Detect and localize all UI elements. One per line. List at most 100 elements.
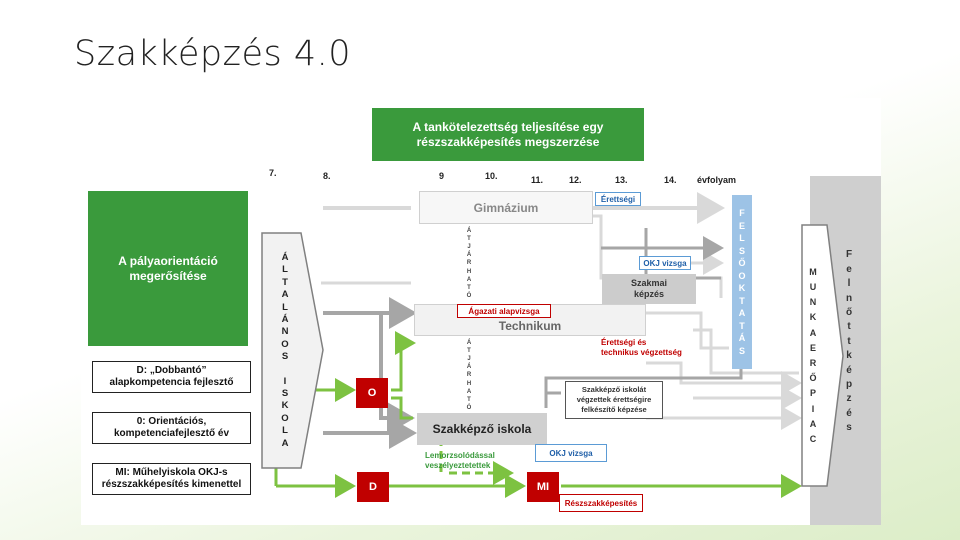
- fk-letter: F: [845, 249, 853, 261]
- mp-letter: C: [809, 434, 817, 445]
- grade-12: 12.: [569, 175, 582, 185]
- okj-vizsga-bottom-tag: OKJ vizsga: [535, 444, 607, 462]
- okj-vizsga-top-label: OKJ vizsga: [643, 258, 687, 268]
- szakmai-line-2: képzés: [633, 289, 665, 299]
- felsooktatas-bar: F E L S Ő O K T A T Á S: [732, 195, 752, 369]
- erettsegi-tag: Érettségi: [595, 192, 641, 206]
- diagram-panel: A tankötelezettség teljesítése egy részs…: [81, 98, 881, 525]
- szakkepzo-box: Szakképző iskola: [417, 413, 547, 445]
- left-green-box: A pályaorientáció megerősítése: [88, 191, 248, 346]
- et-line-1: Érettségi és: [601, 338, 647, 347]
- at-letter: T: [467, 285, 471, 291]
- dobbanto-line-2: alapkompetencia fejlesztő: [109, 377, 234, 388]
- gs-letter: K: [281, 400, 289, 412]
- fk-letter: z: [846, 393, 852, 405]
- grade-10: 10.: [485, 171, 498, 181]
- felnottkepzes-letters: F e l n ő t t k é p z é s: [841, 246, 857, 438]
- red-d-label: D: [369, 481, 377, 493]
- szakmai-line-1: Szakmai: [630, 278, 668, 288]
- reszszakkepesites-label: Részszakképesítés: [564, 498, 638, 508]
- okj-vizsga-top-tag: OKJ vizsga: [639, 256, 691, 270]
- red-o-label: O: [367, 387, 377, 399]
- at-letter: T: [467, 347, 471, 354]
- gs-letter: A: [281, 289, 289, 301]
- fo-letter: S: [738, 345, 745, 356]
- fo-letter: S: [738, 245, 745, 256]
- szakkepzo-erettsegi-box: Szakképző iskolát végzettek érettségire …: [565, 381, 663, 419]
- mp-letter: P: [809, 388, 816, 399]
- dobbanto-box: D: „Dobbantó”alapkompetencia fejlesztő: [92, 361, 251, 393]
- at-letter: Á: [466, 227, 472, 234]
- gs-letter: S: [281, 388, 289, 400]
- fk-letter: é: [846, 364, 852, 376]
- fk-letter: t: [847, 335, 851, 347]
- se-line-1: Szakképző iskolát: [581, 385, 647, 394]
- at-letter: A: [466, 388, 472, 395]
- lm-line-2: veszélyeztetettek: [425, 461, 491, 470]
- general-school-letters: Á L T A L Á N O S I S K O L A: [275, 238, 295, 464]
- fk-letter: ő: [845, 306, 853, 318]
- grade-9: 9: [439, 171, 445, 181]
- fk-letter: l: [847, 278, 851, 290]
- top-green-line-1: A tankötelezettség teljesítése egy: [412, 119, 604, 134]
- grade-14: 14.: [664, 175, 677, 185]
- fo-letter: K: [738, 283, 746, 293]
- at-letter: Á: [466, 339, 472, 346]
- fo-letter: T: [739, 295, 745, 306]
- at-letter: H: [466, 380, 472, 387]
- dobbanto-line-1: D: „Dobbantó”: [136, 365, 207, 376]
- gs-letter: N: [281, 326, 289, 338]
- mp-letter: A: [809, 418, 817, 429]
- orientacios-line-2: kompetenciafejlesztő év: [113, 428, 230, 439]
- fo-letter: A: [738, 308, 746, 318]
- gs-letter: O: [281, 412, 289, 424]
- fo-letter: T: [739, 320, 745, 331]
- gs-letter: O: [281, 338, 289, 350]
- reszszakkepesites-tag: Részszakképesítés: [559, 494, 643, 512]
- top-green-box: A tankötelezettség teljesítése egy részs…: [372, 108, 644, 161]
- mp-letter: R: [809, 358, 817, 368]
- at-letter: R: [466, 260, 472, 267]
- technikum-label: Technikum: [498, 319, 562, 333]
- mp-letter: E: [809, 342, 816, 353]
- fk-letter: s: [846, 422, 852, 434]
- slide-title: Szakképzés 4.0: [74, 34, 352, 74]
- fo-letter: O: [738, 270, 746, 281]
- red-mi-label: MI: [536, 481, 550, 493]
- fo-letter: E: [738, 220, 745, 231]
- gimnazium-label: Gimnázium: [473, 200, 539, 215]
- gs-letter: L: [282, 301, 288, 313]
- mp-letter: K: [809, 312, 817, 323]
- at-letter: Ó: [466, 405, 472, 412]
- gs-letter: T: [282, 276, 288, 288]
- fk-letter: k: [846, 350, 852, 362]
- fk-letter: p: [845, 379, 853, 391]
- red-d-box: D: [357, 472, 389, 502]
- okj-vizsga-bottom-label: OKJ vizsga: [549, 448, 593, 458]
- at-letter: J: [467, 355, 471, 362]
- se-line-3: felkészítő képzése: [581, 405, 647, 414]
- mp-letter: N: [809, 297, 817, 308]
- at-letter: T: [467, 397, 471, 403]
- grade-11: 11.: [531, 175, 544, 185]
- gimnazium-box: Gimnázium: [419, 191, 593, 224]
- mp-letter: U: [809, 281, 817, 292]
- grade-8: 8.: [323, 171, 331, 181]
- grade-7: 7.: [269, 168, 277, 178]
- red-mi-box: MI: [527, 472, 559, 502]
- munkaeropiac-shape: [801, 224, 844, 487]
- gs-letter: S: [281, 351, 289, 363]
- left-green-line-1: A pályaorientáció: [118, 253, 218, 268]
- orientacios-line-1: 0: Orientációs,: [136, 416, 207, 427]
- fk-letter: t: [847, 321, 851, 333]
- fk-letter: n: [845, 292, 853, 304]
- agazati-label: Ágazati alapvizsga: [468, 306, 540, 316]
- atjarhato-upper: Á T J Á R H A T Ó: [463, 226, 475, 301]
- fo-letter: F: [739, 208, 745, 218]
- red-o-box: O: [356, 378, 388, 408]
- lm-line-1: Lemorzsolódással: [425, 451, 495, 460]
- muhelyiskola-line-1: MI: Műhelyiskola OKJ-s: [115, 467, 228, 478]
- at-letter: Á: [466, 364, 472, 371]
- fk-letter: é: [846, 407, 852, 419]
